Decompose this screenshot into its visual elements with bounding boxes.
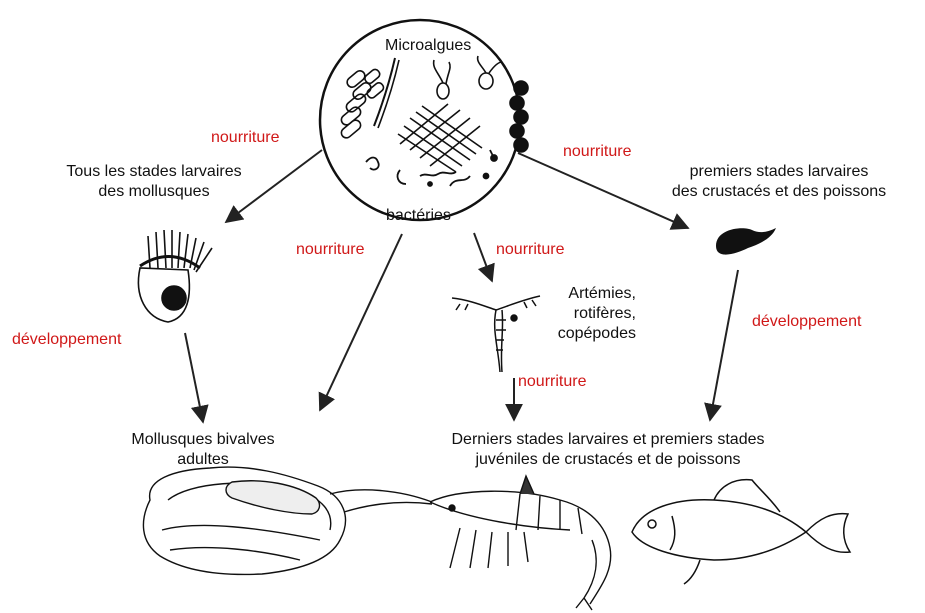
- crustacean-larvae-line-2: des crustacés et des poissons: [634, 182, 924, 202]
- arrow-crustacean-development: [710, 270, 738, 420]
- zooplankton-label: Artémies, rotifères, copépodes: [536, 284, 636, 344]
- development-label-mollusc: développement: [12, 330, 121, 350]
- late-stages-line-1: Derniers stades larvaires et premiers st…: [398, 430, 818, 450]
- bivalve-larva-icon: [138, 230, 212, 322]
- late-stages-label: Derniers stades larvaires et premiers st…: [398, 430, 818, 470]
- adult-bivalves-line-1: Mollusques bivalves: [98, 430, 308, 450]
- food-label-adult-bivalves: nourriture: [296, 240, 364, 260]
- arrow-food-to-zooplankton: [474, 233, 492, 281]
- adult-bivalves-label: Mollusques bivalves adultes: [98, 430, 308, 470]
- fish-icon: [632, 480, 850, 584]
- arrow-mollusc-development: [185, 333, 203, 422]
- mollusc-larvae-line-1: Tous les stades larvaires: [34, 162, 274, 182]
- microalgae-icon: [339, 56, 528, 172]
- zooplankton-line-2: rotifères,: [536, 304, 636, 324]
- bacteria-label: bactéries: [386, 206, 451, 226]
- crustacean-larvae-label: premiers stades larvaires des crustacés …: [634, 162, 924, 202]
- food-label-zooplankton-to-late-stages: nourriture: [518, 372, 586, 392]
- shrimp-icon: [330, 476, 611, 610]
- zooplankton-line-3: copépodes: [536, 324, 636, 344]
- oyster-icon: [143, 467, 345, 574]
- mollusc-larvae-line-2: des mollusques: [34, 182, 274, 202]
- arrow-food-to-adult-bivalves: [320, 234, 402, 410]
- fish-larva-icon: [716, 228, 776, 255]
- adult-bivalves-line-2: adultes: [98, 450, 308, 470]
- microalgae-label: Microalgues: [385, 36, 471, 56]
- food-label-mollusc-larvae: nourriture: [211, 128, 279, 148]
- artemia-icon: [452, 296, 540, 372]
- food-label-crustacean-larvae: nourriture: [563, 142, 631, 162]
- mollusc-larvae-label: Tous les stades larvaires des mollusques: [34, 162, 274, 202]
- development-label-crustacean: développement: [752, 312, 861, 332]
- food-label-zooplankton: nourriture: [496, 240, 564, 260]
- late-stages-line-2: juvéniles de crustacés et de poissons: [398, 450, 818, 470]
- crustacean-larvae-line-1: premiers stades larvaires: [634, 162, 924, 182]
- zooplankton-line-1: Artémies,: [536, 284, 636, 304]
